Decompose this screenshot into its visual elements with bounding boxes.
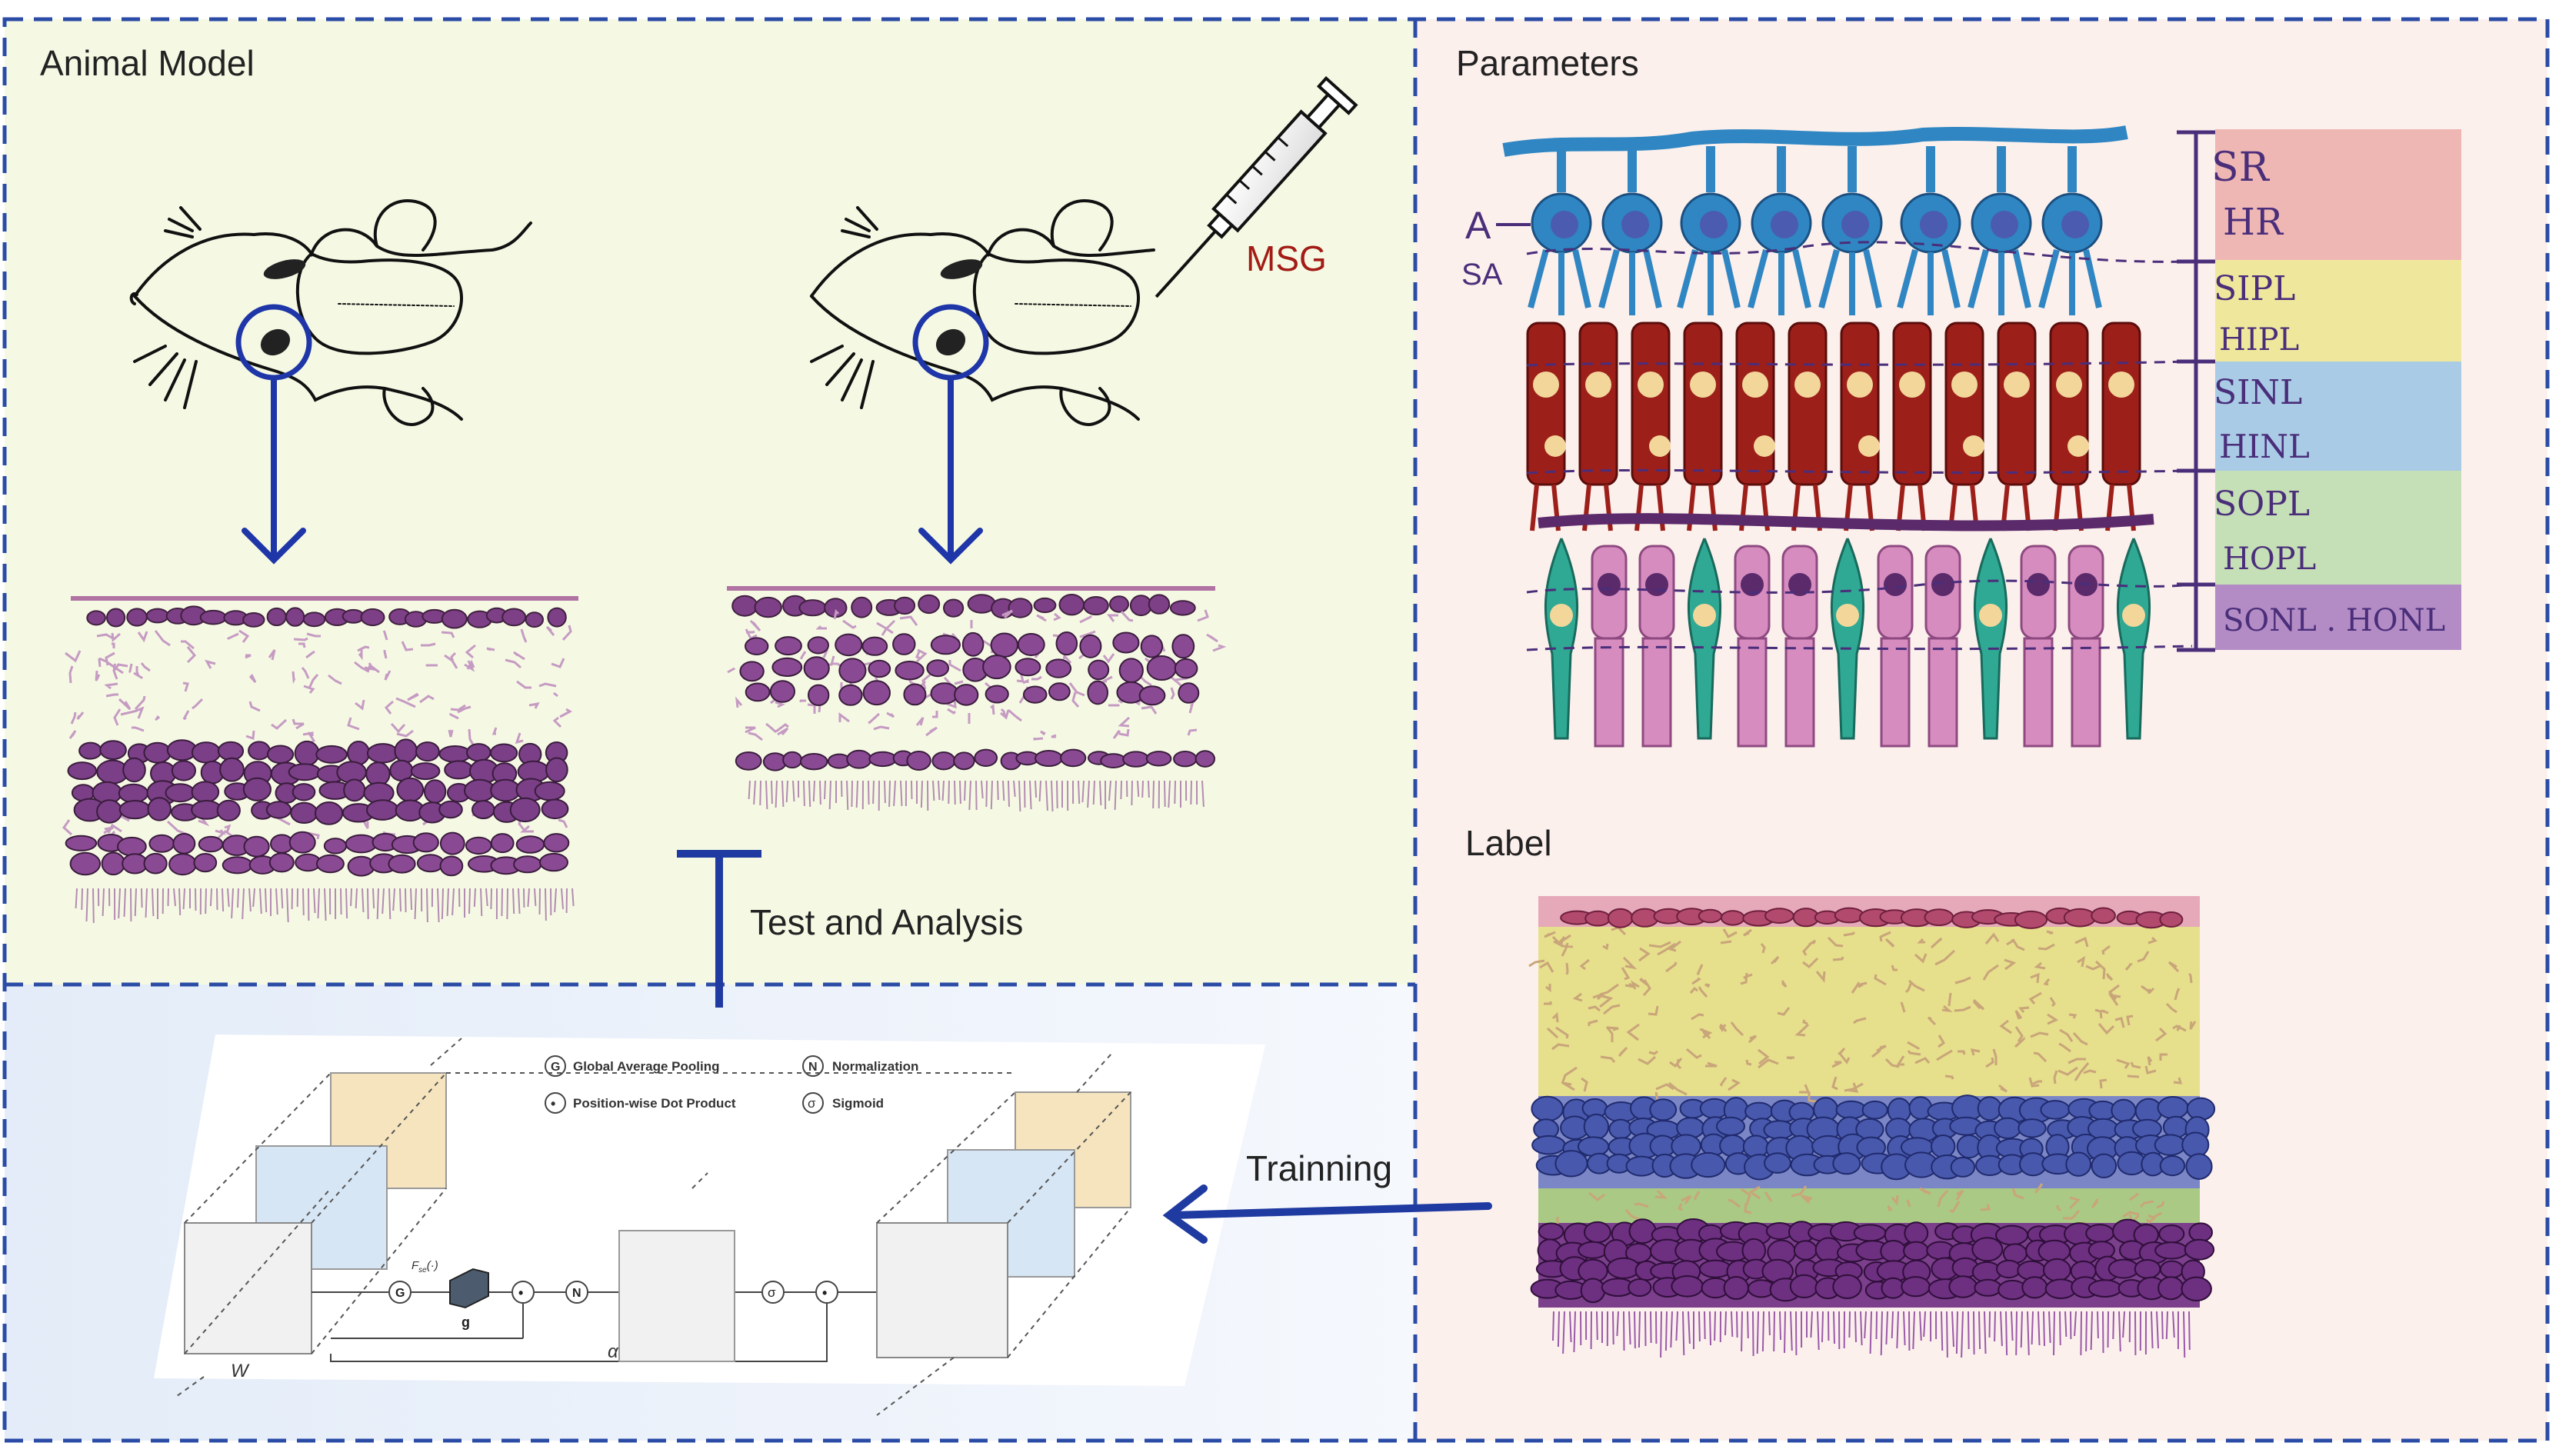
w-symbol: W — [231, 1361, 250, 1381]
legend-symbol-n: N — [808, 1061, 818, 1074]
layer-boundary-lines — [1526, 241, 2193, 651]
node-norm-label: N — [572, 1287, 581, 1300]
legend-symbol-sigma: σ — [808, 1096, 816, 1111]
network-diagram: G Global Average Pooling N Normalization… — [154, 1035, 1265, 1416]
test-analysis-label: Test and Analysis — [750, 902, 1023, 942]
node-dot2-label: • — [822, 1285, 827, 1301]
parameters-title: Parameters — [1456, 43, 1639, 83]
retina-section-control — [62, 596, 578, 924]
training-label: Trainning — [1246, 1148, 1392, 1188]
feature-block-white-right — [876, 1222, 1008, 1358]
layer-label-hopl: HOPL — [2223, 541, 2316, 577]
mouse2-eye-lower-icon — [935, 328, 966, 356]
label-segmentation — [1528, 896, 2216, 1358]
test-analysis-arrow — [677, 850, 761, 1008]
node-gap-label: G — [395, 1287, 405, 1300]
label-title: Label — [1465, 823, 1552, 863]
mouse-eye-upper-icon — [263, 259, 306, 279]
legend-global-avg-pooling: Global Average Pooling — [573, 1059, 720, 1074]
legend-symbol-g: G — [551, 1061, 560, 1074]
node-gap — [388, 1281, 412, 1304]
layer-box-ipl — [2215, 260, 2461, 362]
mouse2-eye-upper-icon — [940, 259, 983, 279]
layer-label-onl: SONL . HONL — [2223, 603, 2445, 638]
layer-label-hr: HR — [2223, 201, 2284, 244]
layer-label-sopl: SOPL — [2214, 485, 2310, 524]
panel-borders — [2, 17, 2550, 1443]
layer-label-hinl: HINL — [2219, 428, 2310, 465]
feature-block-white-left — [184, 1222, 312, 1354]
down-arrow-control — [242, 378, 306, 565]
legend-normalization: Normalization — [832, 1059, 918, 1074]
network-legend: G Global Average Pooling N Normalization… — [545, 1055, 918, 1114]
node-dot1 — [511, 1281, 535, 1304]
layer-legend: SR HR SIPL HIPL SINL HINL SOPL HOPL SONL… — [2211, 129, 2461, 650]
label-a: A — [1465, 204, 1491, 247]
layer-label-sipl: SIPL — [2214, 269, 2295, 308]
layer-label-sr: SR — [2211, 145, 2271, 191]
retina-section-msg — [727, 586, 1227, 812]
layer-bracket — [2177, 130, 2215, 652]
layer-label-sinl: SINL — [2214, 373, 2302, 412]
legend-dot-product: Position-wise Dot Product — [573, 1096, 736, 1111]
layer-box-inl — [2215, 362, 2461, 471]
legend-sigmoid: Sigmoid — [832, 1096, 884, 1111]
alpha-symbol: α — [608, 1341, 619, 1362]
node-dot1-label: • — [518, 1285, 523, 1301]
mouse-eye-lower-icon — [260, 328, 291, 356]
syringe-icon — [1155, 75, 1358, 298]
animal-model-title: Animal Model — [40, 43, 255, 83]
g-vector-block — [449, 1268, 489, 1309]
node-norm — [565, 1281, 588, 1304]
fse-label: Fse(·) — [412, 1259, 438, 1274]
label-sa: SA — [1461, 258, 1503, 292]
down-arrow-msg — [918, 378, 983, 565]
animal-model-panel — [5, 19, 1415, 985]
node-sigmoid-label: σ — [768, 1285, 776, 1300]
g-vector-label: g — [461, 1314, 470, 1330]
layer-box-sr — [2215, 129, 2461, 260]
legend-symbol-dot: • — [551, 1096, 555, 1111]
msg-label: MSG — [1246, 238, 1327, 278]
layer-label-hipl: HIPL — [2219, 322, 2299, 358]
training-arrow — [1162, 1184, 1492, 1244]
layer-box-onl — [2215, 585, 2461, 650]
alpha-block — [618, 1230, 735, 1362]
node-dot2 — [815, 1281, 838, 1304]
node-sigmoid — [761, 1281, 785, 1304]
layer-box-opl — [2215, 471, 2461, 585]
mouse-head-drawing-control — [129, 198, 532, 426]
